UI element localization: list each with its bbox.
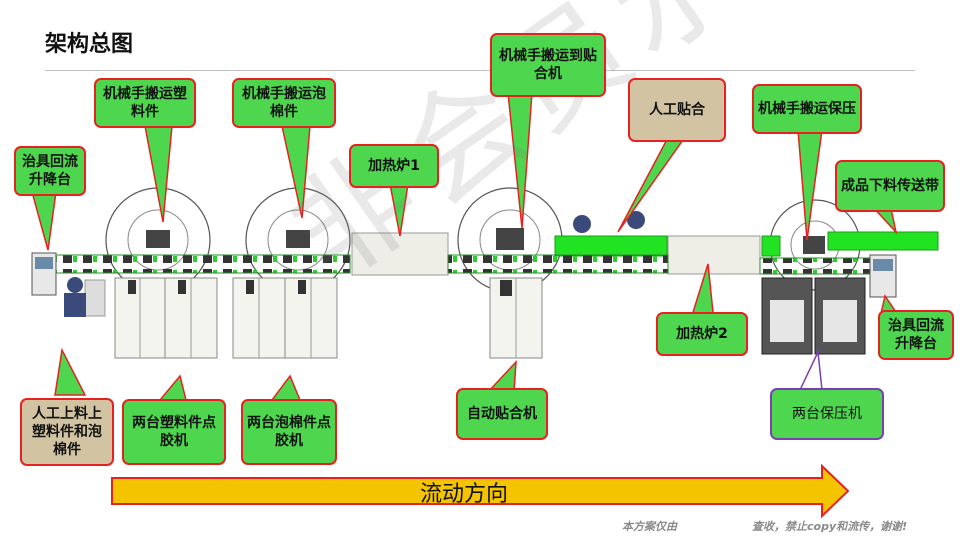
callout-robot-to-bonder: 机械手搬运到贴合机 bbox=[490, 33, 606, 97]
footer-note-left: 本方案仅由 bbox=[622, 520, 677, 533]
operator-bond-1 bbox=[573, 215, 591, 233]
callout-manual-bonding: 人工贴合 bbox=[628, 78, 726, 142]
callout-fixture-lift-right: 治具回流升降台 bbox=[878, 310, 954, 360]
heater-1-body bbox=[351, 232, 449, 276]
heater-2-body bbox=[667, 235, 761, 275]
fixture-lift-left bbox=[31, 252, 57, 296]
foam-glue-cabinets bbox=[232, 277, 338, 359]
title-divider bbox=[45, 70, 915, 71]
callout-auto-bonder: 自动贴合机 bbox=[456, 388, 548, 440]
callout-heater-2: 加热炉2 bbox=[656, 312, 748, 356]
press-machines-cabinets bbox=[761, 277, 866, 355]
conveyor-middle bbox=[447, 254, 669, 274]
callout-robot-plastic: 机械手搬运塑料件 bbox=[94, 78, 196, 128]
operator-bond-2 bbox=[627, 211, 645, 229]
rotary-table-foam bbox=[245, 187, 351, 293]
operator-figure bbox=[64, 277, 106, 317]
flow-direction-arrow bbox=[111, 463, 850, 519]
callout-robot-foam: 机械手搬运泡棉件 bbox=[232, 78, 336, 128]
callout-plastic-glue: 两台塑料件点胶机 bbox=[122, 399, 226, 465]
callout-foam-glue: 两台泡棉件点胶机 bbox=[241, 399, 337, 465]
conveyor-left bbox=[49, 254, 351, 274]
flow-direction-label: 流动方向 bbox=[420, 482, 509, 507]
auto-bonder-cabinet bbox=[489, 277, 543, 359]
transfer-module bbox=[761, 235, 781, 257]
rotary-table-bonder bbox=[457, 187, 563, 293]
callout-heater-1: 加热炉1 bbox=[349, 144, 439, 188]
product-conveyor-belt bbox=[827, 231, 939, 251]
callout-fixture-lift-left: 治具回流升降台 bbox=[14, 146, 86, 196]
callout-product-conveyor: 成品下料传送带 bbox=[835, 160, 945, 212]
plastic-glue-cabinets bbox=[114, 277, 218, 359]
footer-note-right: 查收，禁止copy和流传，谢谢! bbox=[752, 520, 908, 533]
rotary-table-plastic bbox=[105, 187, 211, 293]
page-title: 架构总图 bbox=[45, 32, 134, 57]
conveyor-right bbox=[759, 257, 871, 275]
manual-bond-station bbox=[554, 235, 668, 257]
callout-press-machines: 两台保压机 bbox=[770, 388, 884, 440]
callout-robot-press: 机械手搬运保压 bbox=[752, 84, 862, 134]
callout-manual-load: 人工上料上塑料件和泡棉件 bbox=[20, 398, 114, 466]
fixture-lift-right bbox=[869, 254, 897, 298]
